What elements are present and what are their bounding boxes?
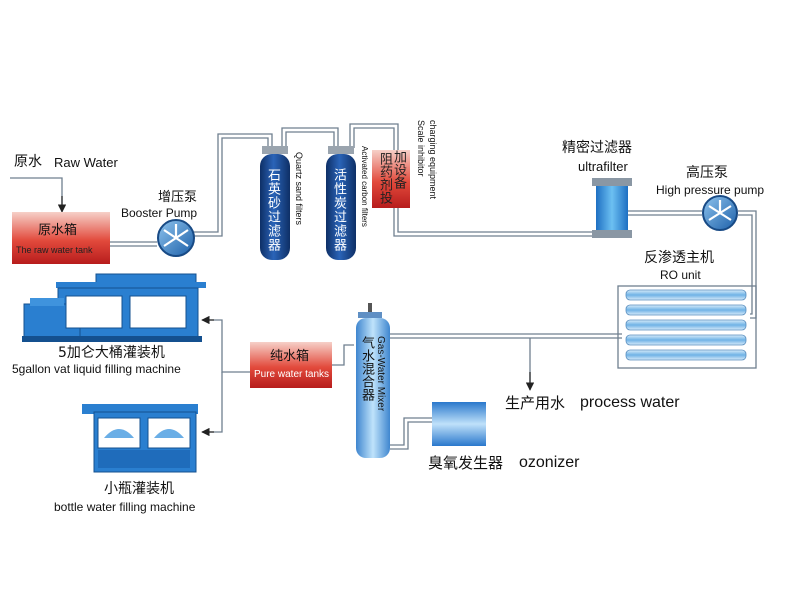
booster-pump-icon: [157, 219, 195, 257]
high-pressure-pump-icon: [702, 195, 738, 231]
scale-inhibitor-en-label-1: Scale inhibitor: [416, 120, 426, 177]
high-pressure-pump-en-label: High pressure pump: [656, 183, 765, 197]
booster-pump-en-label: Booster Pump: [121, 206, 198, 220]
ultrafilter-cn-label: 精密过滤器: [562, 140, 632, 156]
pure-water-tank-cn-label: 纯水箱: [270, 349, 310, 364]
gallon-filling-en-label: 5gallon vat liquid filling machine: [12, 362, 181, 376]
raw-water-tank-cn-label: 原水箱: [38, 223, 78, 238]
ozonizer-cn-label: 臭氧发生器: [428, 454, 504, 472]
raw-water-tank-en-label: The raw water tank: [16, 245, 93, 255]
raw-water-en-label: Raw Water: [54, 155, 118, 170]
gallon-filling-machine: [22, 273, 206, 342]
ro-unit: [617, 285, 757, 369]
raw-water-tank: [12, 212, 110, 264]
ro-unit-cn-label: 反渗透主机: [644, 250, 714, 266]
booster-pump-cn-label: 增压泵: [158, 190, 198, 205]
gallon-filling-cn-label: 5加仑大桶灌装机: [58, 345, 165, 361]
flow-arrows: [57, 196, 535, 437]
carbon-filter-cn-label: 活性炭过滤器: [331, 168, 346, 252]
quartz-filter-cn-label: 石英砂过滤器: [265, 168, 280, 252]
quartz-filter-en-label: Quartz sand filters: [294, 152, 304, 226]
quartz-sand-filter: [260, 146, 290, 260]
bottle-filling-machine: [82, 404, 198, 473]
scale-inhibitor-en-label-2: charging equipment: [428, 120, 438, 200]
scale-inhibitor-cn-label-1: 阻药剂投: [377, 152, 392, 204]
ro-unit-en-label: RO unit: [660, 268, 701, 282]
mixer-en-label: Gas-Water Mixer: [375, 336, 386, 412]
activated-carbon-filter: [326, 146, 356, 260]
ultrafilter: [592, 178, 632, 238]
ultrafilter-en-label: ultrafilter: [578, 159, 628, 174]
raw-water-cn-label: 原水: [14, 154, 42, 170]
scale-inhibitor-unit: [372, 150, 410, 208]
bottle-filling-en-label: bottle water filling machine: [54, 500, 196, 514]
bottle-filling-cn-label: 小瓶灌装机: [104, 481, 174, 497]
pure-water-tank-en-label: Pure water tanks: [254, 369, 330, 380]
process-water-en-label: process water: [580, 394, 680, 411]
ozonizer: [432, 402, 486, 446]
gas-water-mixer: [356, 303, 390, 458]
mixer-cn-label: 气水混合器: [359, 336, 374, 401]
high-pressure-pump-cn-label: 高压泵: [686, 165, 728, 181]
carbon-filter-en-label: Activated carbon filters: [360, 146, 369, 227]
pure-water-tank: [250, 342, 332, 388]
scale-inhibitor-cn-label-2: 加设备: [391, 150, 406, 189]
ozonizer-en-label: ozonizer: [519, 454, 580, 471]
process-water-cn-label: 生产用水: [505, 394, 566, 412]
